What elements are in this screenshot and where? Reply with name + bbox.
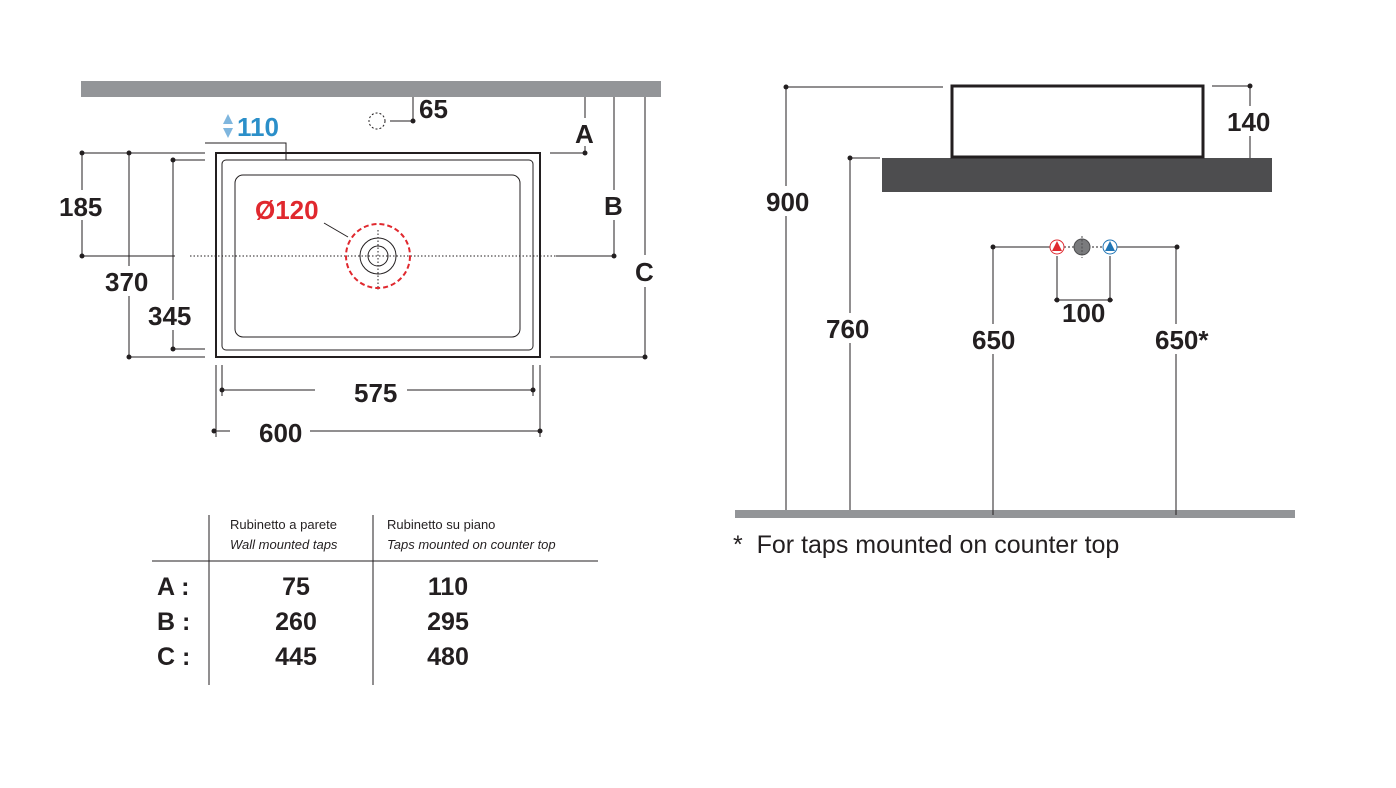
label-bg xyxy=(1062,301,1106,325)
dim-dot xyxy=(126,150,132,156)
tap-height-leader xyxy=(205,142,287,160)
label-bg xyxy=(315,376,407,406)
row-label: A : xyxy=(157,573,189,601)
cell-wall: 260 xyxy=(275,608,317,636)
footnote: * For taps mounted on counter top xyxy=(733,531,1119,559)
cell-counter: 480 xyxy=(427,643,469,671)
label-bg xyxy=(572,118,598,146)
label-bg xyxy=(601,190,627,220)
dim-dot xyxy=(847,155,853,161)
hot-tap-icon xyxy=(1049,239,1065,255)
col-subheader-wall: Wall mounted taps xyxy=(230,537,338,552)
label-bg xyxy=(824,313,876,343)
dim-a-label: A xyxy=(575,119,594,149)
cell-wall: 75 xyxy=(282,573,310,601)
label-bg xyxy=(1153,324,1217,354)
dim-dot xyxy=(410,118,416,124)
dim-b-label: B xyxy=(604,191,623,221)
tap-height-counter-label: 650* xyxy=(1155,325,1209,355)
dim-dot xyxy=(1054,297,1060,303)
dim-dot xyxy=(1247,83,1253,89)
dim-dot xyxy=(611,253,617,259)
tap-height-label: 110 xyxy=(237,112,279,142)
dim-dot xyxy=(530,387,536,393)
label-bg xyxy=(55,190,110,220)
dim-dot xyxy=(219,387,225,393)
drain-inner xyxy=(367,245,389,267)
tap-offset-label: 65 xyxy=(419,94,448,124)
dim-dot xyxy=(170,157,176,163)
basin-side xyxy=(950,84,1205,159)
wall xyxy=(81,81,661,97)
col-header-counter: Rubinetto su piano xyxy=(387,517,495,532)
label-bg xyxy=(1225,106,1277,136)
dim-dot xyxy=(211,428,217,434)
label-bg xyxy=(632,255,658,287)
inner-width-label: 575 xyxy=(354,378,397,408)
floor xyxy=(735,510,1295,518)
basin-outer xyxy=(215,152,541,358)
label-bg xyxy=(103,266,158,296)
label-bg xyxy=(230,417,310,447)
dim-dot xyxy=(582,150,588,156)
dim-dot xyxy=(79,150,85,156)
plan-view: Ø120 110 65 185 370 345 xyxy=(55,81,661,448)
col-header-wall: Rubinetto a parete xyxy=(230,517,337,532)
col-subheader-counter: Taps mounted on counter top xyxy=(387,537,556,552)
row-label: B : xyxy=(157,608,190,636)
dim-dot xyxy=(1107,297,1113,303)
dim-dot xyxy=(126,354,132,360)
cold-tap-icon xyxy=(1102,239,1118,255)
label-bg xyxy=(146,300,201,330)
inner-depth-label: 345 xyxy=(148,301,191,331)
cell-counter: 295 xyxy=(427,608,469,636)
label-bg xyxy=(764,186,816,216)
tap-hole-icon xyxy=(368,112,386,130)
table-row: A : 75 110 xyxy=(157,573,468,601)
table-row: C : 445 480 xyxy=(157,643,469,671)
drain-icon xyxy=(359,237,397,275)
overall-width-label: 600 xyxy=(259,418,302,448)
counter-height-label: 760 xyxy=(826,314,869,344)
total-height-label: 900 xyxy=(766,187,809,217)
depth-to-drain-label: 185 xyxy=(59,192,102,222)
cell-wall: 445 xyxy=(275,643,317,671)
cell-counter: 110 xyxy=(428,573,468,601)
dimension-table: Rubinetto a parete Wall mounted taps Rub… xyxy=(152,515,598,685)
tap-spacing-label: 100 xyxy=(1062,298,1105,328)
side-view: 900 760 140 100 xyxy=(733,83,1295,559)
up-down-arrow-icon xyxy=(223,114,233,138)
dim-dot xyxy=(537,428,543,434)
tap-offset-line xyxy=(390,97,414,122)
table-row: B : 260 295 xyxy=(157,608,469,636)
spout-icon xyxy=(1073,236,1091,258)
tap-height-wall-label: 650 xyxy=(972,325,1015,355)
dim-c-label: C xyxy=(635,257,654,287)
dim-dot xyxy=(170,346,176,352)
label-bg xyxy=(968,324,1020,354)
countertop xyxy=(882,158,1272,192)
dim-dot xyxy=(783,84,789,90)
dim-dot xyxy=(79,253,85,259)
drain-diameter: Ø120 xyxy=(255,195,319,225)
basin-height-label: 140 xyxy=(1227,107,1270,137)
basin-rim xyxy=(221,159,534,351)
row-label: C : xyxy=(157,643,190,671)
drain-leader xyxy=(323,222,349,238)
dim-dot xyxy=(642,354,648,360)
dim-dot xyxy=(1174,244,1180,250)
overall-depth-label: 370 xyxy=(105,267,148,297)
drain-outline xyxy=(345,223,411,289)
